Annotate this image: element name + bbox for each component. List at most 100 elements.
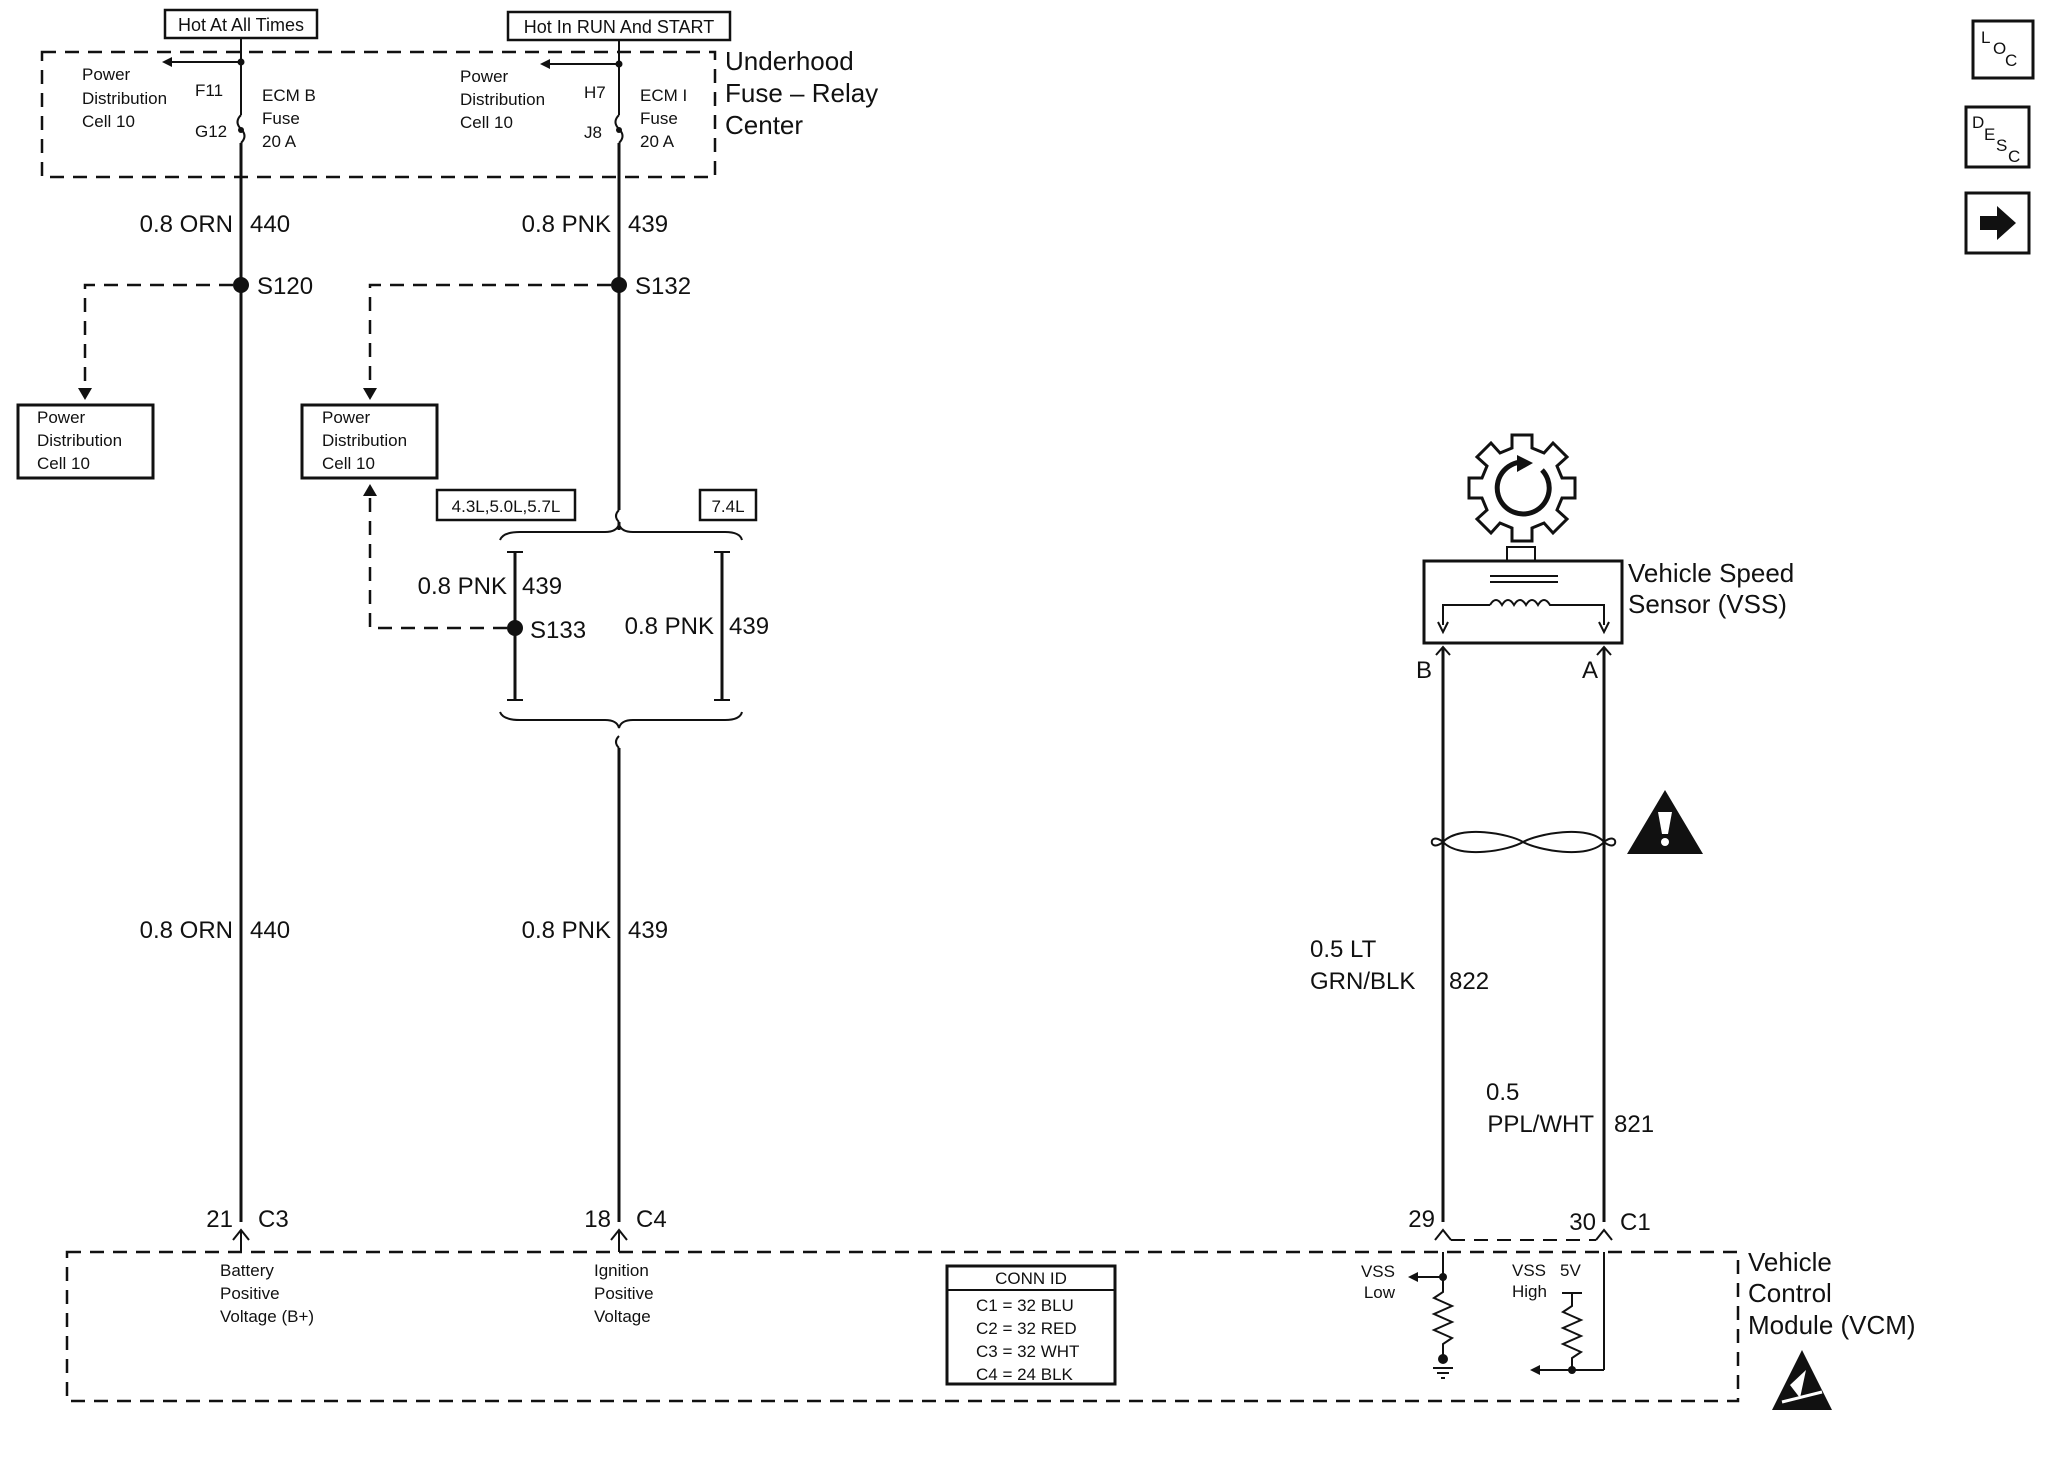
svg-text:4.3L,5.0L,5.7L: 4.3L,5.0L,5.7L bbox=[452, 497, 561, 516]
svg-text:Control: Control bbox=[1748, 1278, 1832, 1308]
vss-label: Vehicle Speed Sensor (VSS) bbox=[1628, 558, 1794, 619]
s132-branch bbox=[368, 283, 611, 395]
vss-low-label: VSS Low bbox=[1361, 1262, 1396, 1302]
conn-id-row: C1 = 32 BLU bbox=[976, 1296, 1074, 1315]
svg-text:Battery: Battery bbox=[220, 1261, 274, 1280]
svg-text:20 A: 20 A bbox=[640, 132, 675, 151]
svg-text:Power: Power bbox=[322, 408, 371, 427]
svg-text:Sensor (VSS): Sensor (VSS) bbox=[1628, 589, 1787, 619]
svg-text:Fuse: Fuse bbox=[262, 109, 300, 128]
splice-s133-dot bbox=[507, 620, 523, 636]
svg-text:0.5: 0.5 bbox=[1486, 1079, 1519, 1106]
right-cell-label: Power Distribution Cell 10 bbox=[460, 67, 545, 132]
pdc-box-left: Power Distribution Cell 10 bbox=[16, 403, 155, 480]
option-brace-top bbox=[499, 523, 743, 541]
wire-439-top-gauge: 0.8 PNK bbox=[522, 211, 611, 238]
svg-text:PPL/WHT: PPL/WHT bbox=[1487, 1111, 1594, 1138]
conn-id-table: CONN ID C1 = 32 BLU C2 = 32 RED C3 = 32 … bbox=[945, 1264, 1117, 1386]
caution-icon bbox=[1627, 790, 1703, 854]
vcm-title: Vehicle Control Module (VCM) bbox=[1748, 1247, 1916, 1340]
svg-text:Cell 10: Cell 10 bbox=[37, 454, 90, 473]
svg-text:D: D bbox=[1972, 113, 1984, 132]
splice-s132-label: S132 bbox=[635, 273, 691, 300]
fuse-relay-center-box bbox=[40, 50, 717, 179]
location-button[interactable]: L O C bbox=[1971, 19, 2035, 80]
pin-30: 30 bbox=[1569, 1209, 1596, 1236]
wire-439-left-number: 439 bbox=[522, 573, 562, 600]
pin-29: 29 bbox=[1408, 1206, 1435, 1233]
svg-text:Underhood: Underhood bbox=[725, 46, 854, 76]
svg-text:Vehicle Speed: Vehicle Speed bbox=[1628, 558, 1794, 588]
svg-text:822: 822 bbox=[1449, 968, 1489, 995]
pin-18: 18 bbox=[584, 1206, 611, 1233]
conn-id-row: C3 = 32 WHT bbox=[976, 1342, 1079, 1361]
svg-text:GRN/BLK: GRN/BLK bbox=[1310, 968, 1415, 995]
svg-text:7.4L: 7.4L bbox=[711, 497, 744, 516]
ecm-b-fuse-label: ECM B Fuse 20 A bbox=[262, 86, 316, 151]
svg-text:Module (VCM): Module (VCM) bbox=[1748, 1310, 1916, 1340]
svg-text:Distribution: Distribution bbox=[82, 89, 167, 108]
wire-439-bottom-gauge: 0.8 PNK bbox=[522, 917, 611, 944]
s120-branch bbox=[83, 283, 233, 395]
svg-text:CONN ID: CONN ID bbox=[995, 1269, 1067, 1288]
engine-option-large: 7.4L bbox=[698, 488, 758, 522]
wire-439-left-gauge: 0.8 PNK bbox=[418, 573, 507, 600]
arrow-right-icon bbox=[1980, 206, 2016, 240]
svg-text:Fuse – Relay: Fuse – Relay bbox=[725, 78, 878, 108]
ground-icon bbox=[1433, 1367, 1453, 1379]
svg-text:Distribution: Distribution bbox=[322, 431, 407, 450]
description-button[interactable]: D E S C bbox=[1964, 105, 2031, 169]
pin-j8: J8 bbox=[584, 123, 602, 142]
svg-text:Positive: Positive bbox=[594, 1284, 654, 1303]
splice-s120-label: S120 bbox=[257, 273, 313, 300]
svg-text:Cell 10: Cell 10 bbox=[460, 113, 513, 132]
five-volt-label: 5V bbox=[1560, 1261, 1581, 1280]
svg-text:O: O bbox=[1993, 39, 2006, 58]
vss-pin-a: A bbox=[1582, 657, 1598, 684]
pdc-box-right: Power Distribution Cell 10 bbox=[300, 403, 439, 480]
wire-440-bottom-gauge: 0.8 ORN bbox=[140, 917, 233, 944]
svg-text:C: C bbox=[2005, 51, 2017, 70]
splice-s132-dot bbox=[611, 277, 627, 293]
vss-high-label: VSS High bbox=[1512, 1261, 1547, 1301]
splice-s120-dot bbox=[233, 277, 249, 293]
wire-440-bottom-number: 440 bbox=[250, 917, 290, 944]
engine-option-small: 4.3L,5.0L,5.7L bbox=[435, 488, 577, 522]
svg-text:Power: Power bbox=[37, 408, 86, 427]
wire-821-label: 0.5 PPL/WHT 821 bbox=[1486, 1079, 1654, 1138]
svg-text:S: S bbox=[1996, 136, 2007, 155]
wire-440-top-number: 440 bbox=[250, 211, 290, 238]
svg-text:VSS: VSS bbox=[1361, 1262, 1395, 1281]
svg-text:ECM I: ECM I bbox=[640, 86, 687, 105]
svg-text:Power: Power bbox=[460, 67, 509, 86]
vss-low-resistor bbox=[1431, 1277, 1455, 1355]
svg-text:Cell 10: Cell 10 bbox=[82, 112, 135, 131]
wire-440-top-gauge: 0.8 ORN bbox=[140, 211, 233, 238]
svg-text:Distribution: Distribution bbox=[460, 90, 545, 109]
wire-439-right-number: 439 bbox=[729, 613, 769, 640]
svg-text:Hot At All Times: Hot At All Times bbox=[178, 15, 304, 35]
svg-text:20 A: 20 A bbox=[262, 132, 297, 151]
esd-sensitive-icon bbox=[1772, 1350, 1832, 1410]
conn-c1: C1 bbox=[1620, 1209, 1651, 1236]
svg-text:821: 821 bbox=[1614, 1111, 1654, 1138]
svg-text:Ignition: Ignition bbox=[594, 1261, 649, 1280]
hot-run-start-label: Hot In RUN And START bbox=[506, 10, 732, 42]
next-page-button[interactable] bbox=[1964, 191, 2031, 255]
svg-text:L: L bbox=[1981, 28, 1990, 47]
conn-c3: C3 bbox=[258, 1206, 289, 1233]
pin-g12: G12 bbox=[195, 122, 227, 141]
svg-text:ECM B: ECM B bbox=[262, 86, 316, 105]
svg-text:Vehicle: Vehicle bbox=[1748, 1247, 1832, 1277]
svg-text:0.5 LT: 0.5 LT bbox=[1310, 936, 1377, 963]
svg-text:C: C bbox=[2008, 147, 2020, 166]
svg-text:Hot In RUN And START: Hot In RUN And START bbox=[524, 17, 714, 37]
svg-text:Fuse: Fuse bbox=[640, 109, 678, 128]
wire-822-label: 0.5 LT GRN/BLK 822 bbox=[1310, 936, 1489, 995]
battery-voltage-label: Battery Positive Voltage (B+) bbox=[220, 1261, 314, 1326]
conn-c4: C4 bbox=[636, 1206, 667, 1233]
svg-text:Low: Low bbox=[1364, 1283, 1396, 1302]
vss-high-pullup-resistor bbox=[1560, 1293, 1584, 1370]
svg-text:Voltage (B+): Voltage (B+) bbox=[220, 1307, 314, 1326]
